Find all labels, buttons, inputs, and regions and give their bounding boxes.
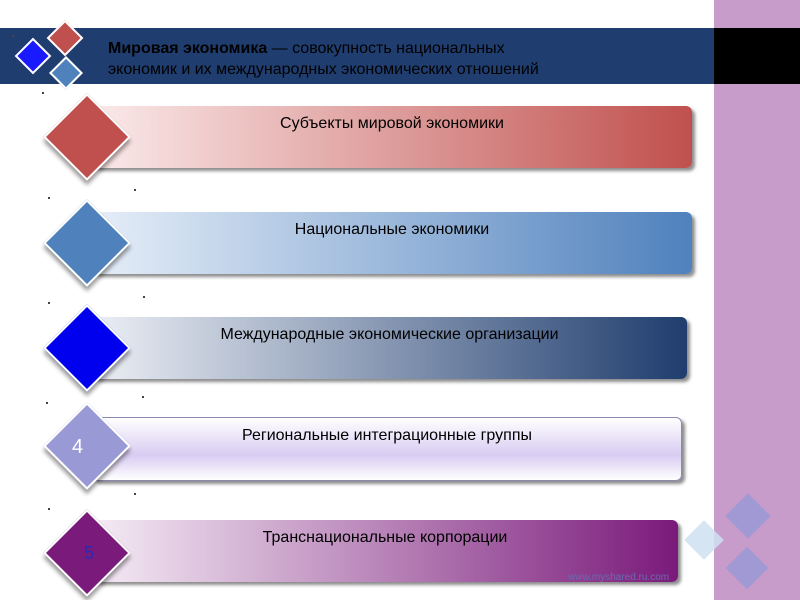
dot-marker <box>48 302 50 304</box>
row-bar-1: Субъекты мировой экономики <box>92 106 692 168</box>
row-bar-5: Транснациональные корпорации <box>92 520 678 582</box>
row-label-2: Национальные экономики <box>294 221 490 238</box>
slide-title: Мировая экономика — совокупность национа… <box>108 38 708 80</box>
row-label-4: Региональные интеграционные группы <box>242 427 532 444</box>
dot-marker <box>134 189 136 191</box>
dot-marker <box>142 396 144 398</box>
row-label-5: Транснациональные корпорации <box>262 529 508 546</box>
dot-marker <box>12 35 14 37</box>
title-rest: — совокупность национальных <box>267 40 505 57</box>
title-bold: Мировая экономика <box>108 40 268 57</box>
title-line2: экономик и их международных экономически… <box>108 61 539 78</box>
row-bar-4: Региональные интеграционные группы <box>92 417 682 481</box>
right-decor-band <box>714 0 800 600</box>
row-number-5: 5 <box>84 543 95 563</box>
dot-marker <box>134 493 136 495</box>
watermark-text: www.myshared.ru.com <box>568 572 670 583</box>
dot-marker <box>143 296 145 298</box>
title-bar <box>0 28 714 84</box>
row-label-1: Субъекты мировой экономики <box>280 115 504 132</box>
row-bar-2: Национальные экономики <box>92 212 692 274</box>
row-number-4: 4 <box>72 436 84 458</box>
row-bar-3: Международные экономические организации <box>92 317 687 379</box>
right-black-block <box>714 28 800 84</box>
row-label-3: Международные экономические организации <box>220 326 559 343</box>
dot-marker <box>46 402 48 404</box>
dot-marker <box>48 508 50 510</box>
dot-marker <box>42 92 44 94</box>
dot-marker <box>48 197 50 199</box>
